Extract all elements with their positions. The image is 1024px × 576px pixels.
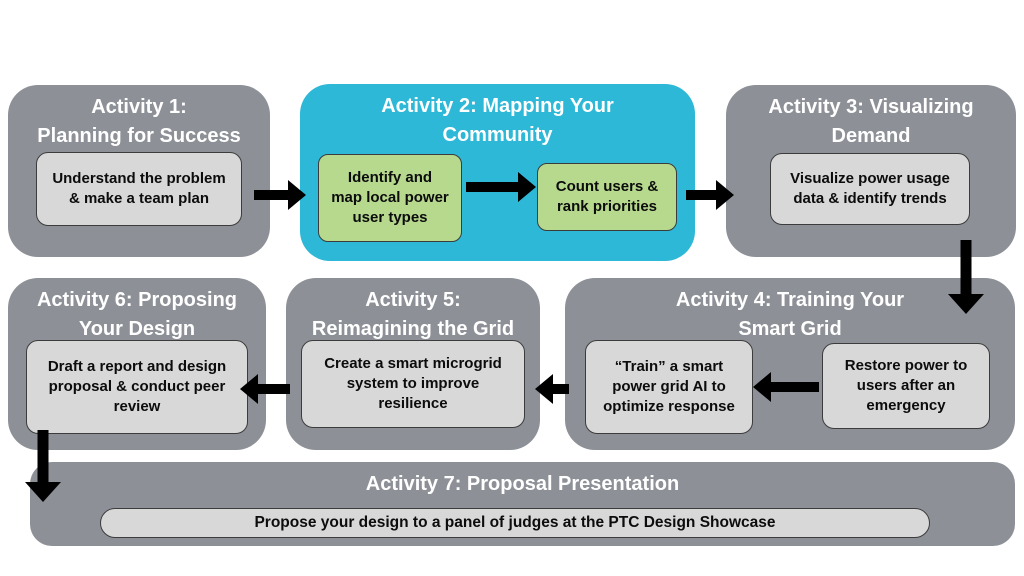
arrow-stem: [257, 384, 290, 394]
activity-3-card: Activity 3: Visualizing Demand Visualize…: [726, 85, 1016, 257]
arrow-a2-internal: [466, 172, 536, 202]
arrow-head: [240, 374, 258, 404]
arrow-stem: [686, 190, 717, 200]
activity-4-step-2: “Train” a smart power grid AI to optimiz…: [585, 340, 753, 434]
activity-7-card: Activity 7: Proposal Presentation Propos…: [30, 462, 1015, 546]
arrow-a4-internal: [753, 372, 819, 402]
activity-1-card: Activity 1: Planning for Success Underst…: [8, 85, 270, 257]
arrow-head: [716, 180, 734, 210]
activity-6-step: Draft a report and design proposal & con…: [26, 340, 248, 434]
activity-7-step: Propose your design to a panel of judges…: [100, 508, 930, 538]
arrow-a3-to-a4: [948, 240, 984, 314]
activity-6-card: Activity 6: Proposing Your Design Draft …: [8, 278, 266, 450]
arrow-a2-to-a3: [686, 180, 734, 210]
arrow-head: [518, 172, 536, 202]
activity-4-title: Activity 4: Training Your Smart Grid: [675, 289, 905, 340]
activity-5-step: Create a smart microgrid system to impro…: [301, 340, 525, 428]
activity-6-title: Activity 6: Proposing Your Design: [36, 289, 238, 340]
activity-1-step: Understand the problem & make a team pla…: [36, 152, 242, 226]
activity-2-step-1: Identify and map local power user types: [318, 154, 462, 242]
activity-1-title: Activity 1: Planning for Success: [37, 96, 241, 147]
activity-2-step-2: Count users & rank priorities: [537, 163, 677, 231]
arrow-stem: [960, 240, 972, 295]
activity-5-card: Activity 5: Reimagining the Grid Create …: [286, 278, 540, 450]
activity-5-title: Activity 5: Reimagining the Grid: [311, 289, 515, 340]
arrow-a4-to-a5: [535, 374, 569, 404]
arrow-stem: [770, 382, 819, 392]
arrow-a6-to-a7: [25, 430, 61, 502]
activity-2-title: Activity 2: Mapping Your Community: [381, 95, 614, 146]
arrow-head: [535, 374, 553, 404]
arrow-head: [288, 180, 306, 210]
arrow-stem: [552, 384, 569, 394]
activity-4-card: Activity 4: Training Your Smart Grid “Tr…: [565, 278, 1015, 450]
arrow-stem: [37, 430, 49, 483]
activity-2-card: Activity 2: Mapping Your Community Ident…: [300, 84, 695, 261]
arrow-stem: [254, 190, 289, 200]
activity-3-step: Visualize power usage data & identify tr…: [770, 153, 970, 225]
arrow-a1-to-a2: [254, 180, 306, 210]
activity-7-title: Activity 7: Proposal Presentation: [365, 473, 680, 495]
activity-4-step-1: Restore power to users after an emergenc…: [822, 343, 990, 429]
arrow-head: [948, 294, 984, 314]
arrow-stem: [466, 182, 519, 192]
activity-3-title: Activity 3: Visualizing Demand: [768, 96, 974, 147]
arrow-head: [753, 372, 771, 402]
arrow-a5-to-a6: [240, 374, 290, 404]
arrow-head: [25, 482, 61, 502]
